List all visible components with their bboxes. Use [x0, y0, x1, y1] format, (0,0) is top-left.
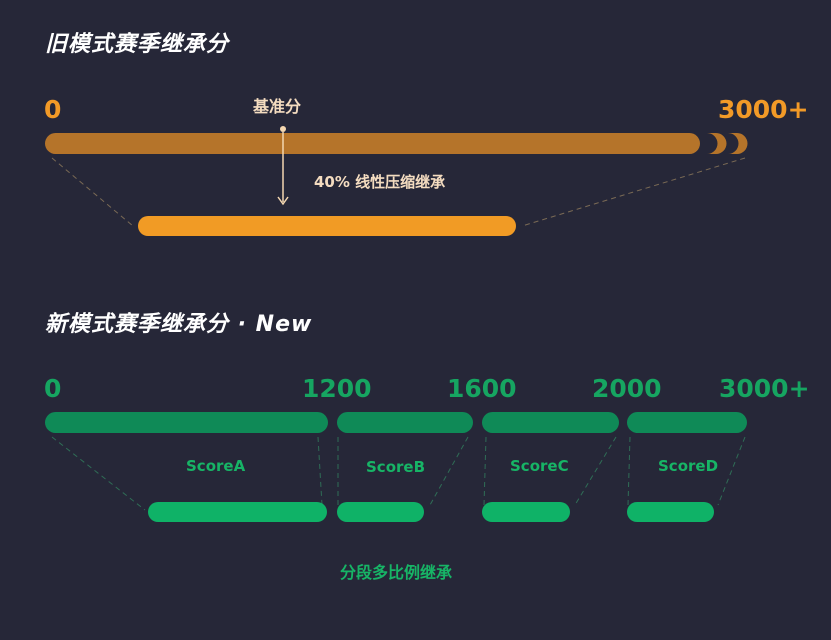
new-segment-bar-a — [45, 412, 328, 433]
new-mode-title: 新模式赛季继承分 · New — [45, 312, 313, 337]
old-full-bar — [45, 133, 700, 154]
old-mode-title: 旧模式赛季继承分 — [45, 32, 230, 57]
new-compressed-bar-d — [627, 502, 714, 522]
new-tick-1600: 1600 — [447, 374, 517, 403]
old-compression-label: 40% 线性压缩继承 — [314, 173, 446, 191]
old-end-label: 3000+ — [718, 95, 809, 124]
new-segment-bar-d — [627, 412, 747, 433]
new-tick-0: 0 — [44, 374, 62, 403]
segment-label-d: ScoreD — [658, 457, 719, 475]
new-tick-1200: 1200 — [302, 374, 372, 403]
new-segment-bar-b — [337, 412, 473, 433]
new-compressed-bar-c — [482, 502, 570, 522]
segment-label-c: ScoreC — [510, 457, 569, 475]
old-start-label: 0 — [44, 95, 62, 124]
segment-label-b: ScoreB — [366, 458, 426, 476]
old-compressed-bar — [138, 216, 516, 236]
new-tick-2000: 2000 — [592, 374, 662, 403]
segment-label-a: ScoreA — [186, 457, 246, 475]
arrow-head-icon — [277, 196, 289, 206]
new-tick-3000: 3000+ — [719, 374, 810, 403]
base-score-marker — [280, 126, 286, 132]
chevron-icon — [707, 133, 727, 154]
new-compressed-bar-a — [148, 502, 327, 522]
new-compressed-bar-b — [337, 502, 424, 522]
footer-label: 分段多比例继承 — [340, 563, 453, 582]
chevron-icon — [728, 133, 748, 154]
new-segment-bar-c — [482, 412, 619, 433]
base-score-label: 基准分 — [253, 97, 302, 116]
